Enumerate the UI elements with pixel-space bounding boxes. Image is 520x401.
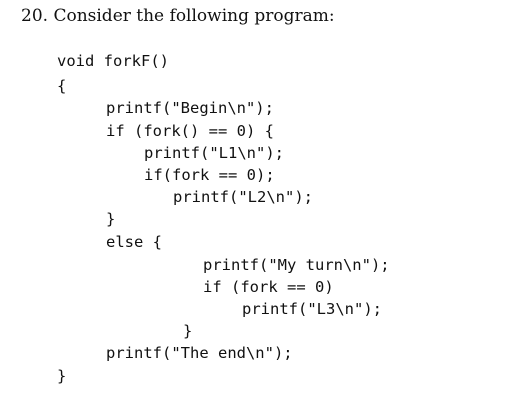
code-line: else { bbox=[106, 233, 162, 251]
code-line: if (fork() == 0) { bbox=[106, 122, 274, 140]
code-line: printf("The end\n"); bbox=[106, 344, 293, 362]
code-line: } bbox=[57, 367, 67, 385]
code-line: printf("L3\n"); bbox=[242, 300, 382, 318]
question-number: 20. bbox=[21, 6, 49, 26]
code-line: } bbox=[183, 322, 193, 340]
code-line: void forkF() bbox=[57, 52, 169, 70]
code-line: { bbox=[57, 77, 67, 95]
question-text: Consider the following program: bbox=[53, 6, 335, 26]
code-line: printf("Begin\n"); bbox=[106, 99, 274, 117]
code-line: printf("L1\n"); bbox=[144, 144, 284, 162]
code-line: printf("My turn\n"); bbox=[203, 256, 390, 274]
code-line: if(fork == 0); bbox=[144, 166, 275, 184]
code-line: } bbox=[106, 210, 116, 228]
code-line: printf("L2\n"); bbox=[173, 188, 313, 206]
code-line: if (fork == 0) bbox=[203, 278, 334, 296]
question-heading: 20. Consider the following program: bbox=[21, 6, 335, 26]
